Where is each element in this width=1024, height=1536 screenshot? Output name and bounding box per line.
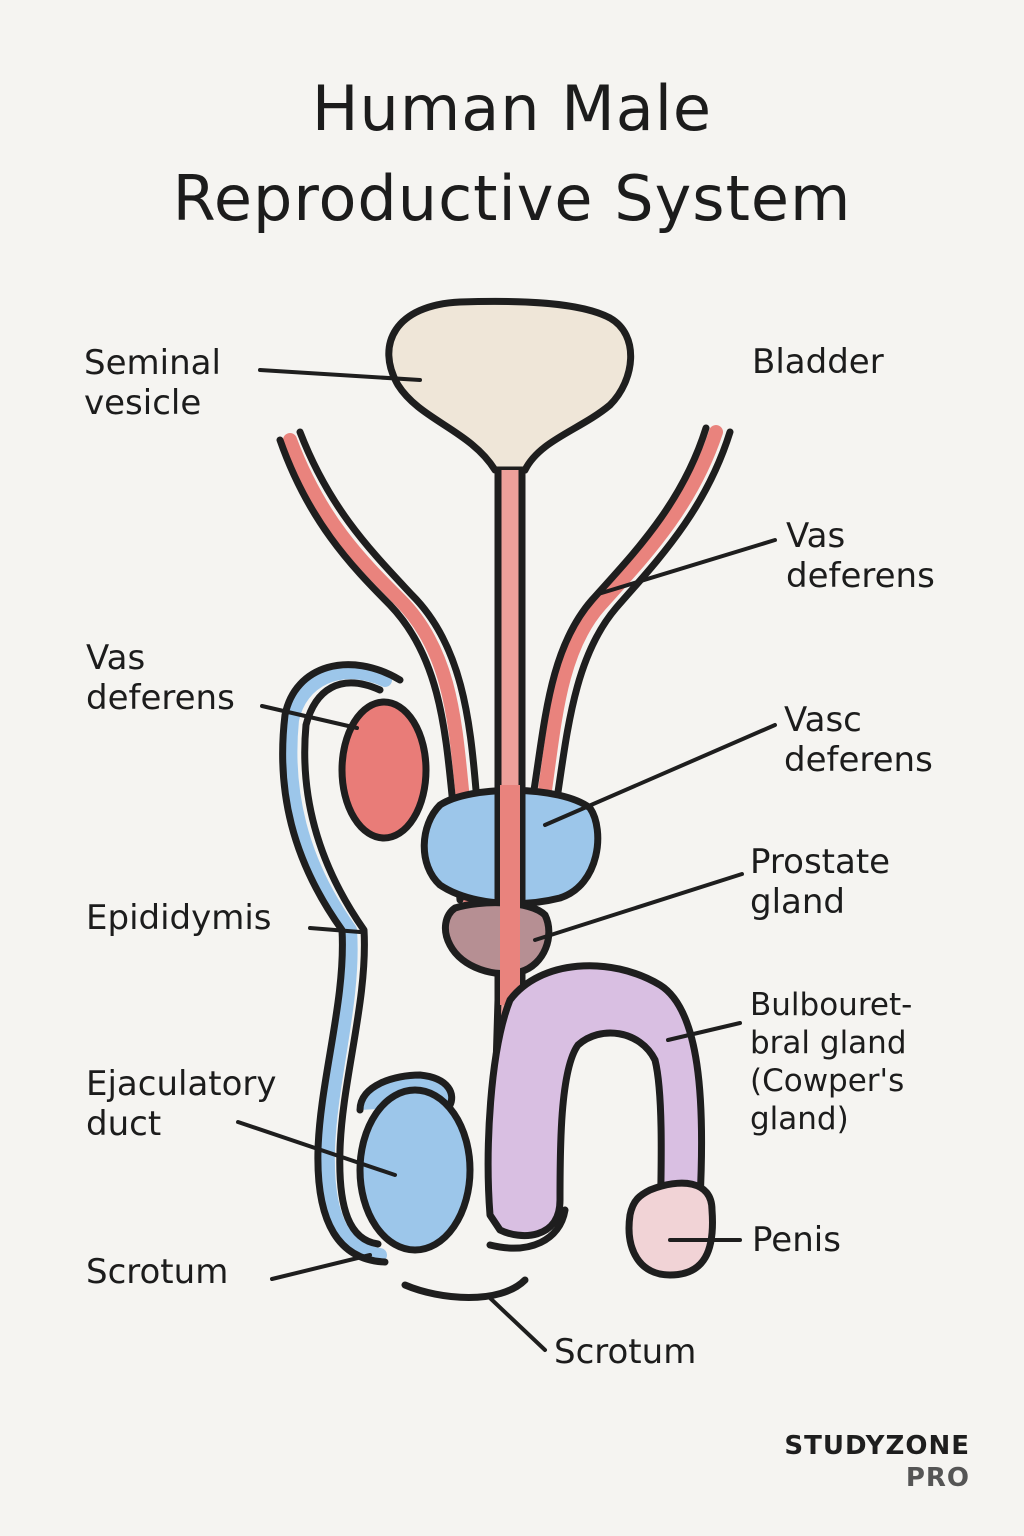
label-penis: Penis: [752, 1220, 841, 1260]
label-scrotum-bottom: Scrotum: [554, 1332, 697, 1372]
label-vas-deferens-left: Vas deferens: [86, 638, 235, 718]
urethra-overlay: [500, 785, 520, 1005]
label-epididymis: Epididymis: [86, 898, 272, 938]
label-bladder: Bladder: [752, 342, 884, 382]
glans-shape: [625, 1179, 716, 1279]
page-title: Human Male Reproductive System: [0, 64, 1024, 244]
brand-tier: PRO: [905, 1463, 970, 1493]
label-prostate-gland: Prostate gland: [750, 842, 891, 922]
vas-deferens-right-tube: [530, 424, 734, 797]
bladder-shape: [385, 297, 635, 474]
brand-name: STUDYZONE: [784, 1431, 970, 1461]
leader-lines: [236, 368, 777, 1352]
vas-deferens-left-tube: [276, 428, 488, 907]
label-vasc-deferens: Vasc deferens: [784, 700, 933, 780]
prostate-mauve-shape: [441, 899, 553, 978]
label-vas-deferens-right: Vas deferens: [786, 516, 935, 596]
title-line-1: Human Male: [311, 72, 713, 145]
brand-logo: STUDYZONE PRO: [784, 1430, 970, 1494]
testis-lower-shape: [356, 1071, 474, 1254]
label-seminal-vesicle: Seminal vesicle: [84, 343, 221, 423]
label-scrotum-left: Scrotum: [86, 1252, 229, 1292]
scrotum-curve: [401, 1276, 529, 1301]
label-bulbourethral-gland: Bulbouret- bral gland (Cowper's gland): [750, 987, 913, 1137]
title-line-2: Reproductive System: [172, 162, 852, 235]
testis-upper-shape: [338, 698, 430, 842]
label-ejaculatory-duct: Ejaculatory duct: [86, 1064, 277, 1144]
